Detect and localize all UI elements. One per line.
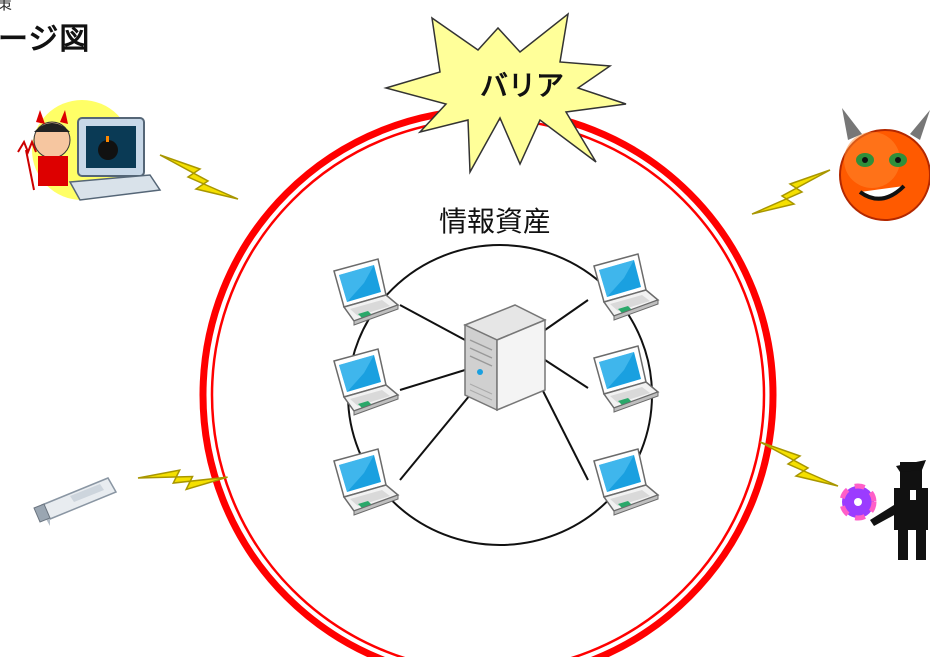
lightning-bolt-icon — [759, 441, 839, 487]
barrier-label: バリア — [479, 69, 564, 102]
cropped-top-text: 策 — [0, 0, 13, 13]
barrier-burst — [383, 12, 627, 175]
network-links — [399, 299, 589, 481]
usb-memory-stick-icon — [33, 477, 118, 526]
laptop-icon — [333, 348, 399, 416]
laptop-icon — [593, 345, 659, 413]
lightning-bolt-icon — [751, 169, 831, 215]
laptop-icon — [333, 448, 399, 516]
page-title: ージ図 — [0, 22, 91, 57]
server-icon — [463, 304, 547, 412]
lightning-bolt-icon — [159, 154, 239, 200]
angry-devil-face-icon — [839, 108, 930, 221]
information-assets-label: 情報資産 — [438, 205, 551, 238]
devil-hacker-at-computer-icon — [17, 100, 162, 201]
shady-figure-with-cd-icon — [839, 460, 928, 560]
laptop-icon — [593, 253, 659, 321]
